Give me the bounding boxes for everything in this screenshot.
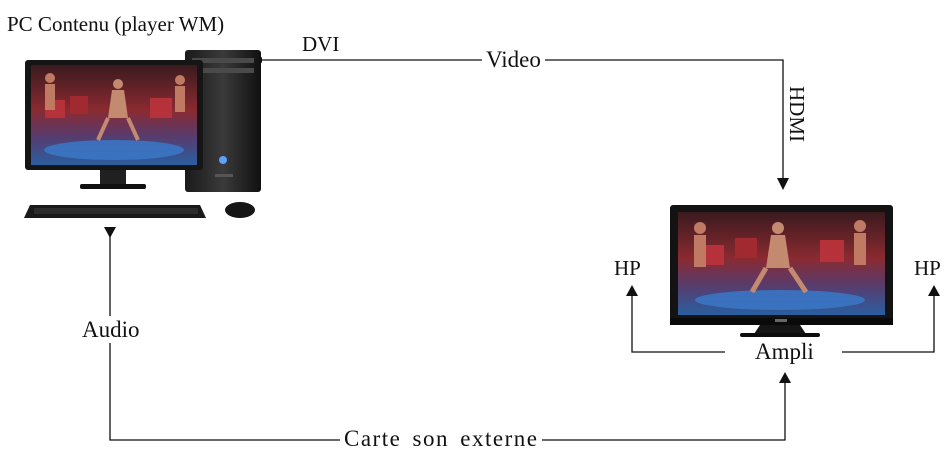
carte-son-label: Carte son externe: [340, 427, 542, 450]
arrow-into-tv: [777, 178, 789, 190]
dvi-label: DVI: [302, 34, 339, 55]
desktop-pc-icon: [24, 50, 261, 218]
hp-right-label: HP: [914, 258, 941, 279]
pc-title-label: PC Contenu (player WM): [7, 14, 224, 35]
hdmi-label: HDMI: [786, 86, 807, 142]
audio-label: Audio: [80, 316, 142, 343]
arrow-into-ampli: [779, 372, 791, 383]
video-label: Video: [482, 48, 545, 71]
video-line: [262, 60, 783, 180]
flat-tv-icon: [670, 205, 893, 337]
arrow-hp-left: [626, 285, 638, 296]
ampli-label: Ampli: [752, 340, 817, 363]
arrow-hp-right: [928, 285, 940, 296]
hp-left-label: HP: [614, 258, 641, 279]
arrow-into-pc: [104, 227, 116, 238]
